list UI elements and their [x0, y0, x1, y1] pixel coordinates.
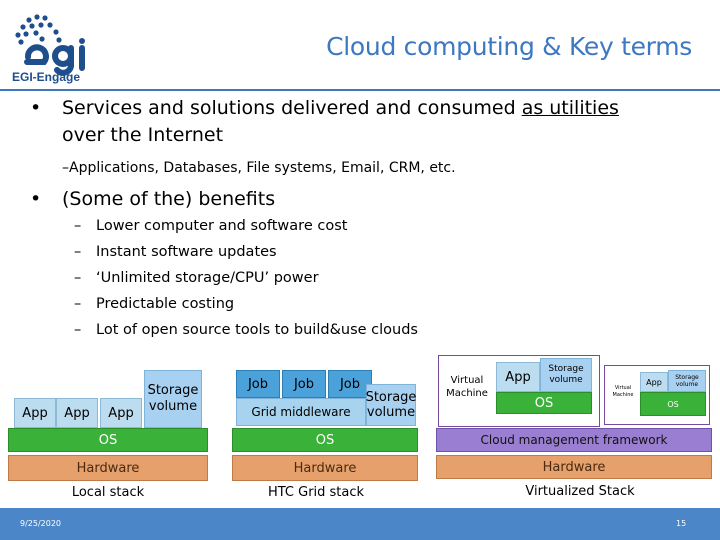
- bullet-utilities-line2: over the Internet: [62, 124, 224, 146]
- virtual-hardware: Hardware: [436, 455, 712, 479]
- bullet-utilities-text: Services and solutions delivered and con…: [62, 97, 522, 119]
- grid-job: Job: [236, 370, 280, 398]
- virtual-stack-caption: Virtualized Stack: [525, 484, 635, 499]
- local-hardware: Hardware: [8, 455, 208, 481]
- benefit-text: Predictable costing: [96, 296, 235, 312]
- benefit-text: Lot of open source tools to build&use cl…: [96, 322, 418, 338]
- local-app: App: [56, 398, 98, 428]
- logo-text: EGI-Engage: [12, 70, 81, 84]
- local-app: App: [100, 398, 142, 428]
- bullet-utilities: • Services and solutions delivered and c…: [30, 95, 690, 149]
- benefit-text: ‘Unlimited storage/CPU’ power: [96, 270, 319, 286]
- local-storage-volume: Storage volume: [144, 370, 202, 428]
- local-stack-caption: Local stack: [71, 485, 145, 500]
- vm-storage-volume-small: Storage volume: [668, 370, 706, 392]
- grid-middleware: Grid middleware: [236, 398, 366, 426]
- vm-label: Virtual Machine: [446, 375, 488, 399]
- utilities-examples-text: Applications, Databases, File systems, E…: [69, 160, 456, 176]
- utilities-examples: –Applications, Databases, File systems, …: [62, 160, 456, 176]
- footer-date: 9/25/2020: [20, 519, 62, 528]
- grid-hardware: Hardware: [232, 455, 418, 481]
- page-title: Cloud computing & Key terms: [326, 32, 692, 61]
- grid-job: Job: [328, 370, 372, 398]
- footer-page-number: 15: [676, 519, 687, 528]
- grid-stack-caption: HTC Grid stack: [267, 485, 365, 500]
- egi-logo: [15, 14, 85, 76]
- benefit-item: –Instant software updates: [74, 244, 277, 260]
- bullet-dot: •: [30, 97, 42, 119]
- local-app: App: [14, 398, 56, 428]
- benefit-text: Lower computer and software cost: [96, 218, 348, 234]
- vm-app-small: App: [640, 372, 668, 392]
- utilities-underlined: as utilities: [521, 97, 619, 119]
- title-rule: [0, 89, 720, 91]
- grid-os: OS: [232, 428, 418, 452]
- benefit-item: –Lower computer and software cost: [74, 218, 348, 234]
- vm-label-small: Virtual Machine: [612, 385, 634, 398]
- vm-app: App: [496, 362, 540, 392]
- benefit-item: –Lot of open source tools to build&use c…: [74, 322, 418, 338]
- benefit-item: –Predictable costing: [74, 296, 235, 312]
- vm-storage-volume: Storage volume: [540, 358, 592, 392]
- cloud-management-framework: Cloud management framework: [436, 428, 712, 452]
- footer-bar: [0, 508, 720, 540]
- vm-os: OS: [496, 392, 592, 414]
- grid-storage-volume: Storage volume: [366, 384, 416, 426]
- bullet-benefits-text: (Some of the) benefits: [62, 188, 276, 210]
- benefit-text: Instant software updates: [96, 244, 277, 260]
- benefit-item: –‘Unlimited storage/CPU’ power: [74, 270, 319, 286]
- local-os: OS: [8, 428, 208, 452]
- vm-os-small: OS: [640, 392, 706, 416]
- bullet-benefits: •(Some of the) benefits: [30, 188, 276, 210]
- grid-job: Job: [282, 370, 326, 398]
